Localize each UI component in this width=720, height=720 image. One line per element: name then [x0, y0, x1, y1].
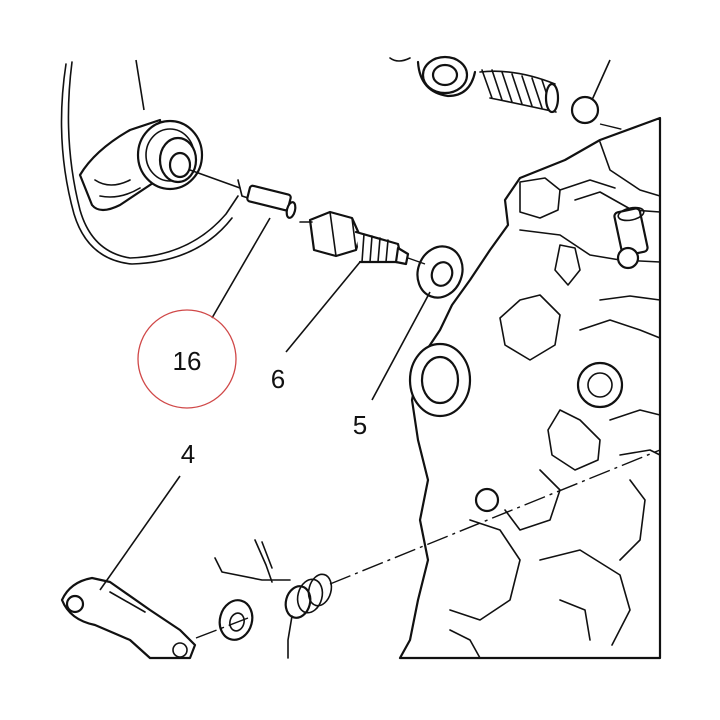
- sensor-cable: [60, 61, 297, 265]
- sensor-body: [299, 210, 410, 266]
- lower-washer: [218, 599, 254, 641]
- crankcase: [398, 116, 662, 660]
- leader-16: [211, 217, 271, 319]
- ball-bearing: [570, 95, 600, 125]
- centerline-lower: [195, 617, 249, 639]
- leader-5: [371, 291, 431, 401]
- lever: [60, 576, 197, 660]
- centerline-top: [599, 123, 626, 131]
- torsion-spring: [214, 539, 333, 659]
- leader-4: [99, 475, 181, 591]
- callout-5: 5: [353, 410, 367, 440]
- centerline-sensor: [407, 257, 426, 265]
- leader-top-left: [135, 59, 145, 111]
- washer: [416, 245, 464, 299]
- callout-highlight-circle: [137, 309, 237, 409]
- callout-4: 4: [181, 439, 195, 469]
- callout-6: 6: [271, 364, 285, 394]
- callout-16: 16: [173, 346, 202, 376]
- spring: [479, 69, 560, 114]
- leader-top-right: [591, 59, 611, 101]
- spring-assembly: [389, 55, 600, 125]
- centerline-main: [329, 449, 661, 585]
- leader-6: [285, 261, 361, 353]
